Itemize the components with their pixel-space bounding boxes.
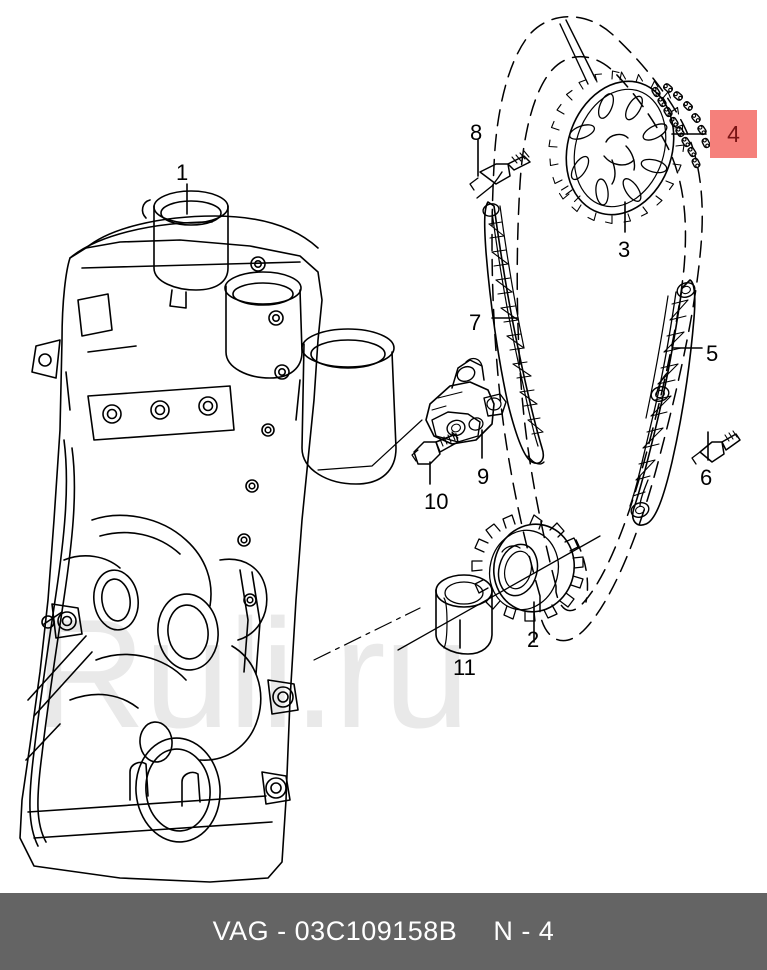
callout-label-10: 10 <box>424 489 449 514</box>
tensioner-rail-bolt <box>469 150 531 199</box>
callout-leader-lines <box>186 133 709 649</box>
callout-label-11: 11 <box>453 655 476 680</box>
chain-tensioner-rail <box>482 201 545 465</box>
callout-label-2: 2 <box>527 627 540 652</box>
callout-label-9: 9 <box>477 464 490 489</box>
page-code-label: N - 4 <box>493 916 555 946</box>
chain-tensioner <box>425 357 507 445</box>
technical-line-drawing <box>19 16 741 883</box>
callout-label-3: 3 <box>618 237 631 262</box>
chain-guide-rail <box>629 279 696 526</box>
footer-bar: VAG - 03C109158B N - 4 <box>0 893 767 970</box>
part-number-label: VAG - 03C109158B <box>212 916 458 946</box>
footer-content: VAG - 03C109158B N - 4 <box>213 916 555 947</box>
callout-label-7: 7 <box>469 310 482 335</box>
tensioner-mounting-bolt <box>411 431 459 465</box>
crankshaft-sprocket <box>471 514 584 622</box>
timing-cover-housing <box>19 190 397 883</box>
callout-label-1: 1 <box>176 160 189 185</box>
timing-chain <box>491 16 712 642</box>
guide-rail-bolt <box>691 430 741 465</box>
callout-label-8: 8 <box>470 120 483 145</box>
callout-label-5: 5 <box>706 341 719 366</box>
spacer-bushing <box>435 574 493 655</box>
camshaft-sprocket <box>548 19 685 225</box>
callout-label-4-highlighted[interactable]: 4 <box>710 110 757 158</box>
diagram-canvas: Ruli.ru <box>19 16 757 883</box>
callout-label-6: 6 <box>700 465 713 490</box>
